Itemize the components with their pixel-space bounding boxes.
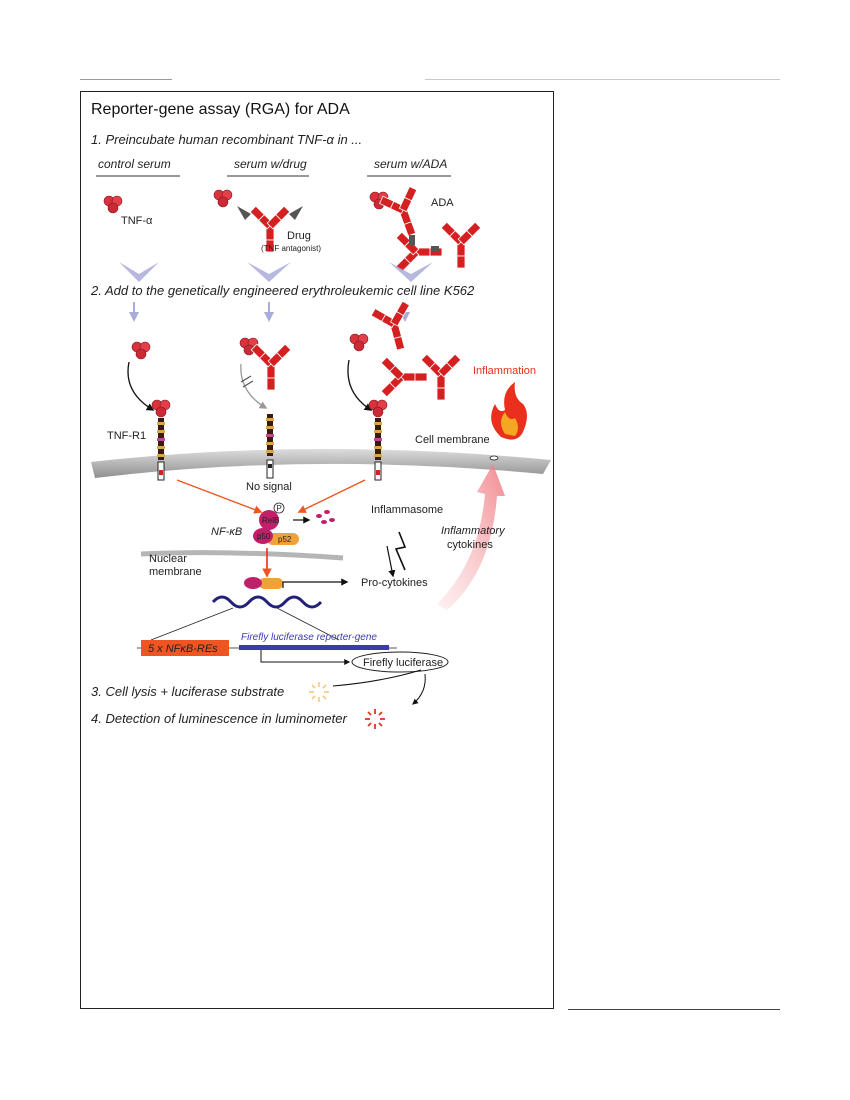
ada-antibody-step2-1 xyxy=(369,299,421,355)
nfkb-complex: p52 p50 RelB P xyxy=(253,502,299,545)
ada-label: ADA xyxy=(431,197,454,209)
funnel-control xyxy=(119,262,159,282)
nfkb-re-label: 5 x NFκB-REs xyxy=(148,643,218,655)
header-rule-right xyxy=(425,79,780,80)
step-1-label: 1. Preincubate human recombinant TNF-α i… xyxy=(91,132,362,147)
dna-helix xyxy=(211,595,323,609)
ada-antibody-step2-2 xyxy=(380,356,428,398)
column-serum-drug: serum w/drug xyxy=(234,157,307,171)
pro-cytokines-label: Pro-cytokines xyxy=(361,577,428,589)
nuclear-label-2: membrane xyxy=(149,566,202,578)
cell-membrane xyxy=(91,448,551,478)
reporter-gene-bar xyxy=(239,645,389,650)
tnf-r1-receptor-3 xyxy=(374,418,382,460)
arrow-signal-1 xyxy=(176,479,263,514)
arrow-substrate xyxy=(332,669,422,687)
nuclear-label-1: Nuclear xyxy=(149,553,187,565)
footer-rule xyxy=(568,1009,780,1010)
arrow-luciferase-expression xyxy=(260,650,351,665)
funnel-drug xyxy=(247,262,291,282)
rga-diagram: Reporter-gene assay (RGA) for ADA 1. Pre… xyxy=(90,101,551,729)
drug-antibody-step2 xyxy=(250,343,292,391)
zoom-line-right xyxy=(276,607,340,641)
tnf-alpha-ada-complex xyxy=(349,333,369,352)
block-mark-1 xyxy=(240,375,252,383)
tnf-bound-receptor-3 xyxy=(368,399,388,418)
lightning-icon xyxy=(394,531,407,571)
luciferase-substrate-icon xyxy=(309,682,329,702)
cytokines-label: cytokines xyxy=(447,539,493,551)
tnf-r1-receptor-1 xyxy=(157,418,165,460)
tnf-r1-receptor-2 xyxy=(266,414,274,456)
arrow-signal-2 xyxy=(297,479,366,513)
firefly-luciferase-oval xyxy=(351,651,449,673)
step-3-label: 3. Cell lysis + luciferase substrate xyxy=(91,684,284,699)
degraded-fragments-icon xyxy=(316,510,335,524)
header-rule-left xyxy=(80,79,172,80)
svg-text:p52: p52 xyxy=(278,535,292,544)
block-mark-2 xyxy=(242,380,254,388)
svg-text:RelB: RelB xyxy=(262,516,279,525)
ada-drug-fragment-1 xyxy=(409,235,415,245)
lavender-arrows xyxy=(129,302,410,322)
drug-subtitle: (TNF antagonist) xyxy=(261,244,321,253)
firefly-luciferase-label: Firefly luciferase xyxy=(363,657,443,669)
diagram-title: Reporter-gene assay (RGA) for ADA xyxy=(91,101,350,118)
tnf-alpha-label: TNF-α xyxy=(121,215,153,227)
tnf-alpha-free xyxy=(131,341,151,360)
svg-text:p50: p50 xyxy=(257,532,271,541)
nfkb-label: NF-κB xyxy=(211,526,242,538)
luminescence-icon xyxy=(365,709,385,729)
inflammation-label: Inflammation xyxy=(473,365,536,377)
arrow-to-pro-cytokines xyxy=(386,545,396,578)
inflammation-flame-icon xyxy=(491,382,527,440)
arrow-luminescence xyxy=(412,673,426,705)
arrow-transcription xyxy=(282,578,349,588)
nfkb-dna-bound xyxy=(244,577,283,589)
drug-binding-site-right xyxy=(289,206,303,220)
inflammatory-cytokines-arrow xyxy=(437,464,505,610)
svg-text:P: P xyxy=(277,504,282,513)
nfkb-re-box xyxy=(141,640,229,656)
zoom-line-left xyxy=(150,607,234,641)
ada-antibody-icon-3 xyxy=(440,221,482,269)
tnf-alpha-bound-drug xyxy=(213,189,233,208)
arrow-drug-blocked xyxy=(240,363,268,409)
arrow-tnf-to-receptor xyxy=(127,361,155,411)
receptor-2-tail xyxy=(266,459,274,479)
column-serum-ada: serum w/ADA xyxy=(374,157,447,171)
figure-frame: Reporter-gene assay (RGA) for ADA 1. Pre… xyxy=(80,91,554,1009)
drug-label: Drug xyxy=(287,230,311,242)
cell-membrane-label: Cell membrane xyxy=(415,434,490,446)
tnf-bound-receptor-1 xyxy=(151,399,171,418)
nuclear-membrane xyxy=(140,550,344,561)
step-4-label: 4. Detection of luminescence in luminome… xyxy=(91,711,347,726)
inflammatory-label: Inflammatory xyxy=(441,525,506,537)
arrow-ada-to-receptor xyxy=(347,359,373,411)
tnf-r1-label: TNF-R1 xyxy=(107,430,146,442)
no-signal-label: No signal xyxy=(246,481,292,493)
ada-drug-fragment-2 xyxy=(431,246,439,252)
drug-binding-site-left xyxy=(237,206,251,220)
step-2-label: 2. Add to the genetically engineered ery… xyxy=(90,283,475,298)
funnel-ada xyxy=(389,262,433,282)
tnf-alpha-molecule xyxy=(103,195,123,214)
inflammasome-label: Inflammasome xyxy=(371,504,443,516)
membrane-pore-icon xyxy=(489,455,499,461)
column-control-serum: control serum xyxy=(98,157,171,171)
reporter-gene-label: Firefly luciferase reporter-gene xyxy=(241,632,377,643)
